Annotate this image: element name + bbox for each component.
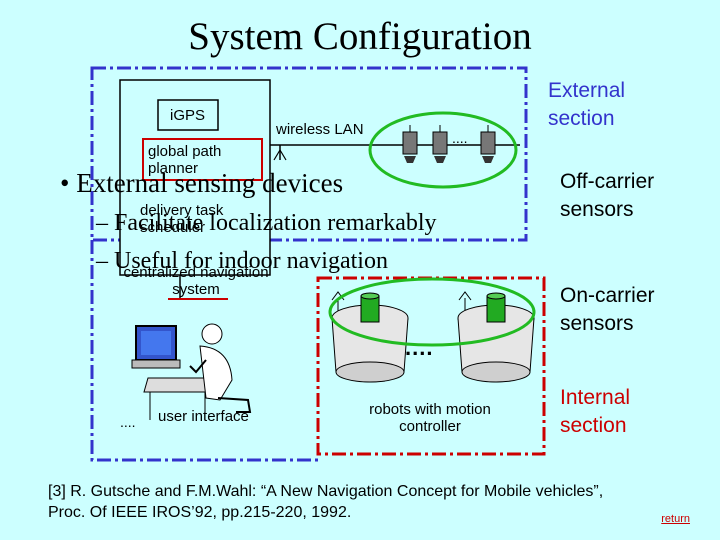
robot-right [457,291,535,383]
user-interface-label: user interface [158,408,249,425]
return-link[interactable]: return [661,513,690,525]
vertical-dots: .... [120,414,136,430]
off-carrier-sensor-2 [432,125,448,163]
antenna-icon [273,148,287,161]
centralized-navigation-system-label: centralized navigation system [123,264,269,298]
off-carrier-dots: .... [452,130,468,146]
robot-dots: .... [405,335,434,360]
citation: [3] R. Gutsche and F.M.Wahl: “A New Navi… [48,481,603,523]
internal-section-label: Internal section [560,386,631,437]
global-path-planner-box [142,138,263,181]
igps-label: iGPS [170,107,206,124]
external-section-label: External section [548,79,626,130]
bullet-main: • External sensing devices [60,168,344,198]
igps-box [157,99,219,131]
external-section-box [90,66,528,242]
off-carrier-sensors-label: Off-carrier sensors [560,170,655,221]
citation-line-2: Proc. Of IEEE IROS’92, pp.215-220, 1992. [48,504,352,521]
page-title: System Configuration [188,15,532,58]
wireless-lan-label: wireless LAN [276,121,364,138]
bullet-sub-2: – Useful for indoor navigation [96,248,388,274]
global-path-planner-label: global path planner [148,143,222,177]
user-area-boundary [90,240,318,462]
robot-left [331,291,409,383]
off-carrier-sensor-1 [402,125,418,163]
citation-line-1: [3] R. Gutsche and F.M.Wahl: “A New Navi… [48,483,604,500]
off-carrier-sensor-3 [480,125,496,163]
off-carrier-highlight [368,111,518,189]
user-illustration [131,323,252,420]
robots-label: robots with motion controller [369,401,491,435]
delivery-task-scheduler-label: delivery task scheduler [140,202,224,236]
bullet-sub-1: – Facilitate localization remarkably [96,210,437,236]
on-carrier-sensors-label: On-carrier sensors [560,284,655,335]
on-carrier-highlight [328,277,536,347]
